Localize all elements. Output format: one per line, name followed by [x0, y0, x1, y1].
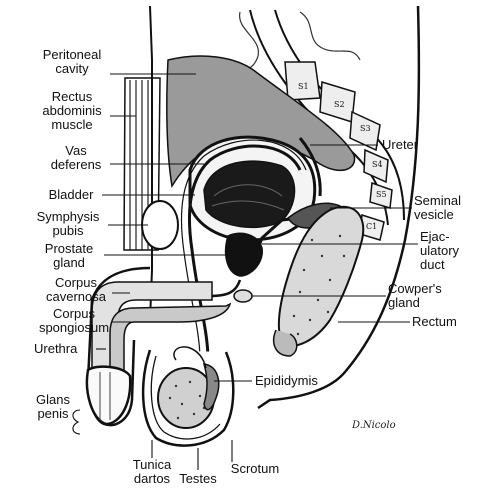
label-vas-deferens: Vas deferens — [50, 143, 102, 172]
label-scrotum: Scrotum — [230, 461, 280, 476]
rectum-texture — [292, 234, 346, 336]
artist-signature: D.Nicolo — [352, 420, 396, 431]
vertebra-s4-label: S4 — [372, 160, 383, 169]
tunica-dartos-line — [150, 355, 221, 440]
leader-lines — [72, 73, 418, 470]
rectum-region — [277, 205, 365, 347]
label-glans-penis: Glans penis — [36, 392, 70, 421]
testis-texture — [168, 380, 206, 420]
rectus-abdominis-region — [123, 77, 161, 251]
epididymis-region — [202, 363, 220, 411]
label-ejaculatory-duct: Ejac- ulatory duct — [420, 229, 460, 272]
label-seminal-vesicle: Seminal vesicle — [414, 193, 461, 222]
anus — [272, 329, 298, 357]
vertebra-s5-label: S5 — [376, 190, 387, 199]
label-rectum: Rectum — [412, 314, 457, 329]
body-outline — [149, 5, 153, 321]
label-peritoneal-cavity: Peritoneal cavity — [42, 47, 102, 76]
vertebra-s2-label: S2 — [334, 100, 345, 109]
vertebra-s3-label: S3 — [360, 124, 371, 133]
label-bladder: Bladder — [48, 187, 94, 202]
label-tunica-dartos: Tunica dartos — [132, 457, 172, 486]
vertebra-c1-label: C1 — [366, 222, 378, 231]
label-urethra: Urethra — [34, 341, 78, 356]
bladder-interior — [203, 160, 296, 229]
peritoneal-cavity-region — [166, 55, 356, 189]
label-ureter: Ureter — [382, 137, 419, 152]
label-cowpers-gland: Cowper's gland — [388, 281, 442, 310]
sacrum — [249, 9, 405, 241]
glans-penis-region — [85, 365, 132, 426]
label-corpus-cavernosa: Corpus cavernosa — [46, 275, 106, 304]
back-outline — [257, 5, 421, 410]
ureter-line — [298, 137, 322, 197]
label-prostate-gland: Prostate gland — [44, 241, 94, 270]
label-rectus-abdominis: Rectus abdominis muscle — [42, 89, 102, 132]
label-symphysis-pubis: Symphysis pubis — [36, 209, 100, 238]
label-testes: Testes — [179, 471, 217, 486]
cowpers-gland-region — [233, 289, 253, 303]
vertebra-s1-label: S1 — [298, 82, 309, 91]
label-epididymis: Epididymis — [255, 373, 318, 388]
label-corpus-spongiosum: Corpus spongiosum — [38, 306, 110, 335]
